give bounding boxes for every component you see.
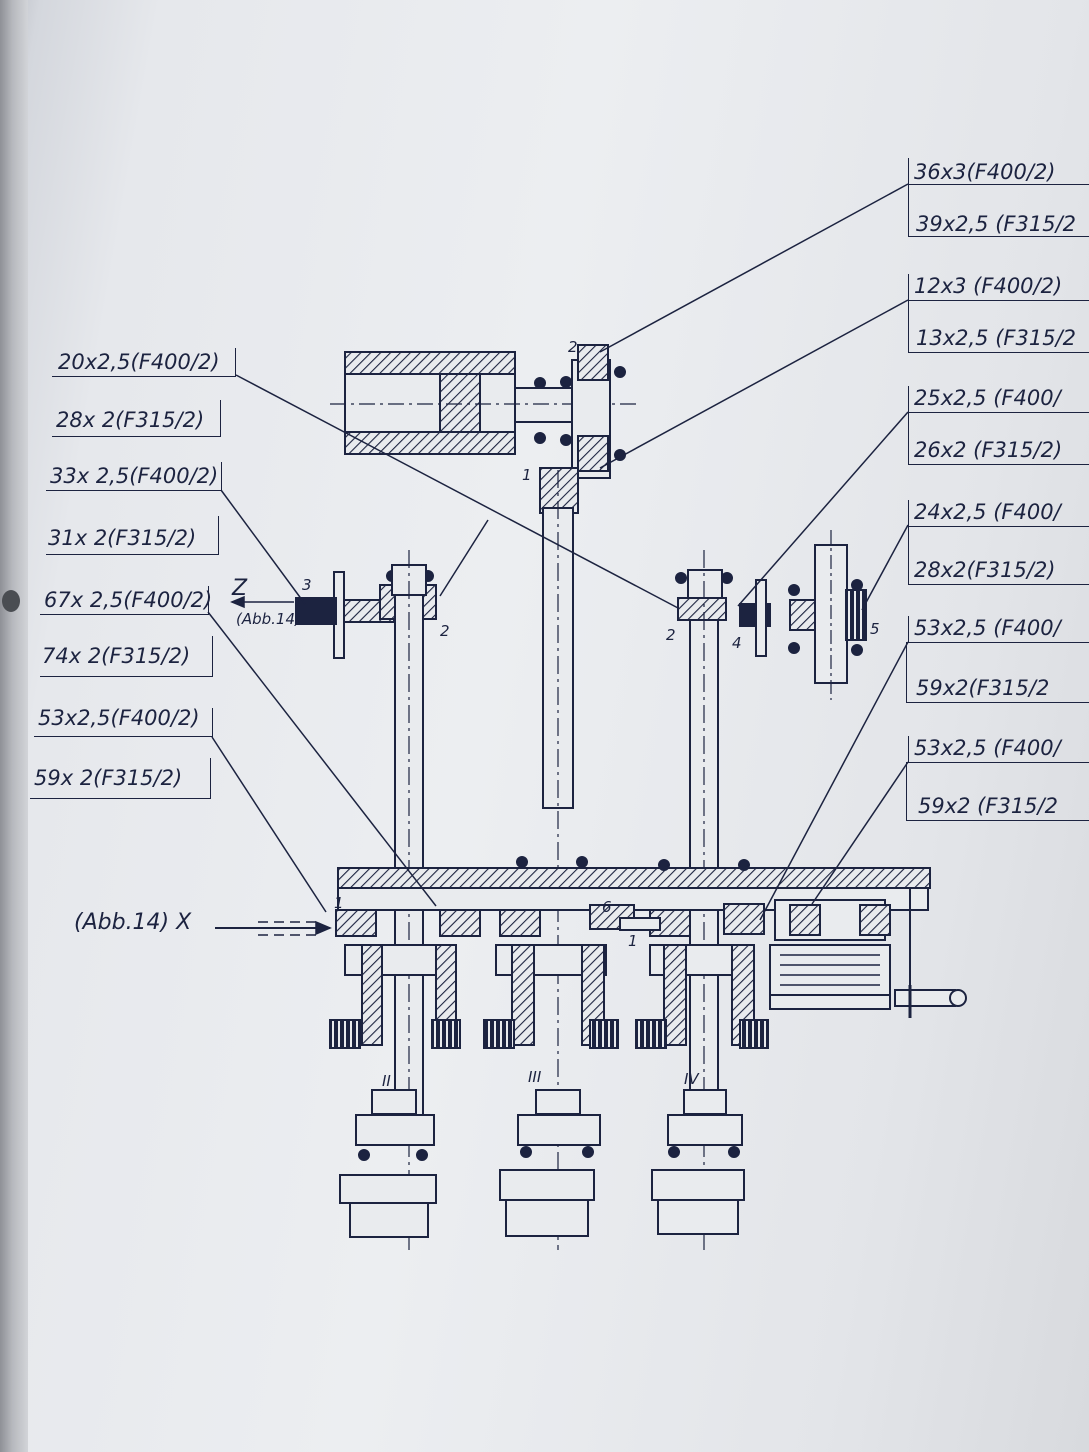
gear-stack-II bbox=[329, 909, 461, 1238]
label-box-r2-bottom bbox=[908, 300, 1089, 353]
label-l4-top: 53x2,5(F400/2) bbox=[38, 706, 200, 730]
label-box-l3-bottom bbox=[40, 636, 213, 677]
label-box-r3-bottom bbox=[908, 412, 1089, 465]
label-r4-top: 24x2,5 (F400/ bbox=[914, 500, 1061, 524]
label-box-l2-bottom bbox=[46, 516, 219, 555]
shaft-I bbox=[539, 467, 579, 1250]
label-r6-top: 53x2,5 (F400/ bbox=[914, 736, 1061, 760]
label-box-r6-top bbox=[908, 736, 1089, 763]
leader-lines bbox=[207, 183, 909, 936]
left-gear-assembly bbox=[295, 570, 437, 659]
label-r3-bottom: 26x2 (F315/2) bbox=[914, 438, 1063, 462]
label-box-l3-top bbox=[40, 586, 209, 615]
part-number-3: 3 bbox=[302, 576, 312, 594]
label-l2-bottom: 31x 2(F315/2) bbox=[48, 526, 197, 550]
label-box-r6-bottom bbox=[906, 762, 1089, 821]
label-box-l1-bottom bbox=[52, 400, 221, 437]
label-r6-bottom: 59x2 (F315/2 bbox=[918, 794, 1058, 818]
callout-z-ref: (Abb.14) bbox=[236, 610, 301, 628]
right-gear-assembly bbox=[739, 530, 867, 700]
label-l2-top: 33x 2,5(F400/2) bbox=[50, 464, 219, 488]
label-r1-top: 36x3(F400/2) bbox=[914, 160, 1056, 184]
callout-x-arrow: (Abb.14) X bbox=[74, 910, 192, 935]
label-r1-bottom: 39x2,5 (F315/2 bbox=[916, 212, 1077, 236]
part-number-2-right: 2 bbox=[666, 626, 676, 644]
shaft-number-IV: IV bbox=[684, 1070, 699, 1088]
part-number-2-top: 2 bbox=[568, 338, 578, 356]
label-l3-bottom: 74x 2(F315/2) bbox=[42, 644, 191, 668]
label-box-l1-top bbox=[52, 348, 236, 377]
label-box-r5-top bbox=[908, 616, 1089, 643]
label-r5-bottom: 59x2(F315/2 bbox=[916, 676, 1050, 700]
intermediate-gears bbox=[439, 903, 765, 937]
label-l1-top: 20x2,5(F400/2) bbox=[58, 350, 220, 374]
label-l3-top: 67x 2,5(F400/2) bbox=[44, 588, 213, 612]
label-box-r2-top bbox=[908, 274, 1089, 301]
label-box-r5-bottom bbox=[906, 642, 1089, 703]
part-number-6: 6 bbox=[602, 898, 612, 916]
gear-stack-IV bbox=[635, 859, 769, 1235]
label-box-l2-top bbox=[46, 462, 222, 491]
part-number-4: 4 bbox=[732, 634, 742, 652]
spindle-housing bbox=[330, 344, 640, 479]
gear-stack-III bbox=[483, 856, 619, 1237]
shaft-number-II: II bbox=[382, 1072, 391, 1090]
label-r2-top: 12x3 (F400/2) bbox=[914, 274, 1063, 298]
label-r2-bottom: 13x2,5 (F315/2 bbox=[916, 326, 1077, 350]
label-r4-bottom: 28x2(F315/2) bbox=[914, 558, 1056, 582]
part-number-1-left: 1 bbox=[334, 894, 344, 912]
shaft-number-III: III bbox=[528, 1068, 542, 1086]
label-r3-top: 25x2,5 (F400/ bbox=[914, 386, 1061, 410]
callout-z-arrow: Z bbox=[232, 576, 248, 601]
label-box-r4-bottom bbox=[908, 526, 1089, 585]
label-l1-bottom: 28x 2(F315/2) bbox=[56, 408, 205, 432]
label-box-r1-top bbox=[908, 158, 1089, 185]
label-r5-top: 53x2,5 (F400/ bbox=[914, 616, 1061, 640]
part-number-5: 5 bbox=[870, 620, 880, 638]
drive-motor bbox=[769, 899, 967, 1018]
label-box-l4-bottom bbox=[30, 758, 211, 799]
part-number-2-left: 2 bbox=[440, 622, 450, 640]
label-box-r3-top bbox=[908, 386, 1089, 413]
punch-hole bbox=[2, 590, 20, 612]
part-number-1-top: 1 bbox=[522, 466, 532, 484]
part-number-1-mid: 1 bbox=[628, 932, 638, 950]
label-box-r1-bottom bbox=[908, 184, 1089, 237]
label-box-r4-top bbox=[908, 500, 1089, 527]
label-l4-bottom: 59x 2(F315/2) bbox=[34, 766, 183, 790]
label-box-l4-top bbox=[34, 708, 213, 737]
shaft-IV bbox=[675, 550, 733, 1250]
book-binding bbox=[0, 0, 28, 1452]
